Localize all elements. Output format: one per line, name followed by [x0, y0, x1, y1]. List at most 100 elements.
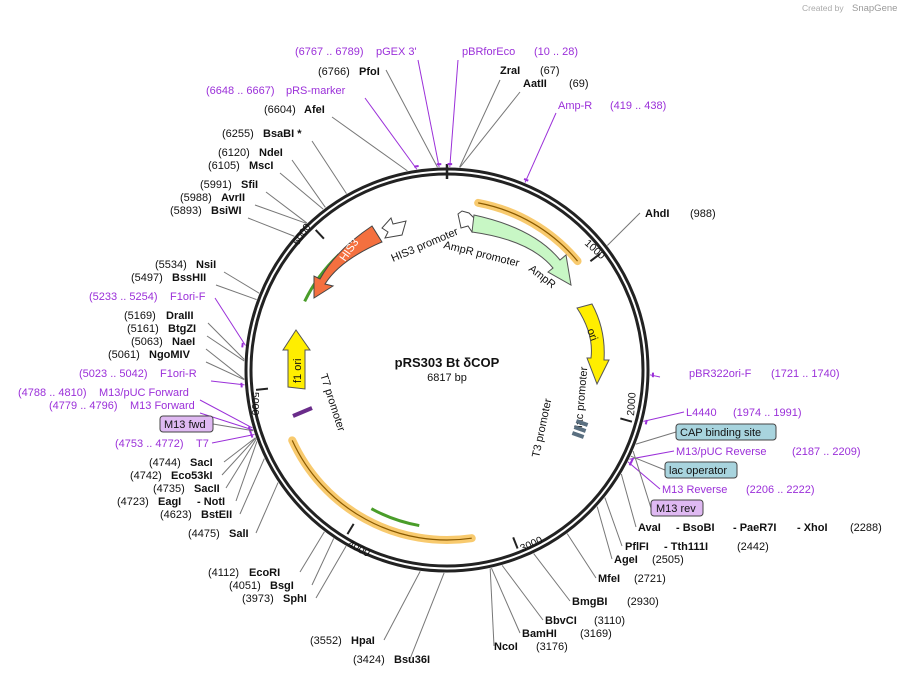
site-saci-name[interactable]: SacI: [190, 457, 213, 469]
ampr-arrow[interactable]: [471, 214, 572, 286]
leader-line-35: [635, 431, 677, 445]
site-noti-name[interactable]: - NotI: [197, 496, 225, 508]
site-pflfi-num: (2442): [737, 541, 769, 553]
site-msci-name[interactable]: MscI: [249, 160, 273, 172]
insert-arc-bottom-line: [291, 440, 472, 541]
site-pflfi-name[interactable]: PflFI: [625, 541, 649, 553]
site-bsabi-name[interactable]: BsaBI *: [263, 128, 302, 140]
primer-ampr-range[interactable]: (419 .. 438): [610, 100, 666, 112]
primer-f1orif-range[interactable]: (5233 .. 5254): [89, 291, 158, 303]
site-sali-name[interactable]: SalI: [229, 528, 249, 540]
m13fwd-box[interactable]: [159, 415, 214, 433]
leader-line-27: [223, 437, 256, 463]
site-ngomiv-name[interactable]: NgoMIV: [149, 349, 191, 361]
site-avrii-name[interactable]: AvrII: [221, 192, 245, 204]
site-eco53ki-name[interactable]: Eco53kI: [171, 470, 213, 482]
f1ori-arrow[interactable]: [282, 329, 311, 390]
site-eco53ki-num: (4742): [130, 470, 162, 482]
leader-line-26: [211, 433, 255, 444]
primer-l4440-name[interactable]: L4440: [686, 407, 717, 419]
site-sacii-name[interactable]: SacII: [194, 483, 220, 495]
site-bbvci-name[interactable]: BbvCI: [545, 615, 577, 627]
primer-m13puc-rev-range[interactable]: (2187 .. 2209): [792, 446, 861, 458]
primer-pgex3-name[interactable]: pGEX 3': [376, 46, 417, 58]
lac-promoter-label: lac promoter: [573, 366, 590, 428]
site-mfei-name[interactable]: MfeI: [598, 573, 620, 585]
site-aatii-name[interactable]: AatII: [523, 78, 547, 90]
primer-m13fwd-name[interactable]: M13 Forward: [130, 400, 195, 412]
primer-t7-range[interactable]: (4753 .. 4772): [115, 438, 184, 450]
primer-m13puc-rev-name[interactable]: M13/pUC Reverse: [676, 446, 766, 458]
leader-line-46: [490, 567, 521, 634]
primer-pbr322-name[interactable]: pBR322ori-F: [689, 368, 752, 380]
lac-operator-box[interactable]: [664, 461, 738, 479]
site-bsobi-name[interactable]: - BsoBI: [676, 522, 715, 534]
leader-line-18: [207, 322, 245, 360]
primer-pbrforeco-name[interactable]: pBRforEco: [462, 46, 515, 58]
leader-line-10: [279, 172, 324, 210]
primer-f1orir-range[interactable]: (5023 .. 5042): [79, 368, 148, 380]
site-bsiwi-name[interactable]: BsiWI: [211, 205, 242, 217]
site-ecori-name[interactable]: EcoRI: [249, 567, 280, 579]
site-sfii-name[interactable]: SfiI: [241, 179, 258, 191]
site-naei-name[interactable]: NaeI: [172, 336, 195, 348]
leader-line-15: [223, 271, 260, 294]
site-avai-name[interactable]: AvaI: [638, 522, 661, 534]
site-nsii-name[interactable]: NsiI: [196, 259, 216, 271]
tick-label-2000: 2000: [625, 392, 639, 416]
site-bsteii-name[interactable]: BstEII: [201, 509, 232, 521]
m13rev-box[interactable]: [650, 499, 704, 517]
site-avai-num: (2288): [850, 522, 882, 534]
site-btgzi-name[interactable]: BtgZI: [168, 323, 196, 335]
primer-m13rev-range[interactable]: (2206 .. 2222): [746, 484, 815, 496]
site-ahdi-name[interactable]: AhdI: [645, 208, 669, 220]
site-tth111i-name[interactable]: - Tth111I: [664, 541, 708, 553]
primer-t7-name[interactable]: T7: [196, 438, 209, 450]
m13rev-box-label: M13 rev: [656, 503, 696, 515]
site-bsgi-name[interactable]: BsgI: [270, 580, 294, 592]
site-bamhi-name[interactable]: BamHI: [522, 628, 557, 640]
primer-l4440-range[interactable]: (1974 .. 1991): [733, 407, 802, 419]
site-agei-num: (2505): [652, 554, 684, 566]
site-bmgbi-name[interactable]: BmgBI: [572, 596, 607, 608]
leader-line-19: [206, 335, 245, 362]
primer-ampr-name[interactable]: Amp-R: [558, 100, 592, 112]
site-draiii-name[interactable]: DraIII: [166, 310, 194, 322]
leader-line-41: [604, 497, 623, 547]
site-ncoi-name[interactable]: NcoI: [494, 641, 518, 653]
primer-m13puc-fwd-range[interactable]: (4788 .. 4810): [18, 387, 87, 399]
primer-pbr322-range[interactable]: (1721 .. 1740): [771, 368, 840, 380]
f1ori-label: f1 ori: [292, 359, 304, 383]
site-bsu36i-name[interactable]: Bsu36I: [394, 654, 430, 666]
primer-prsmarker-range[interactable]: (6648 .. 6667): [206, 85, 275, 97]
site-hpai-name[interactable]: HpaI: [351, 635, 375, 647]
site-xhoi-name[interactable]: - XhoI: [797, 522, 828, 534]
primer-f1orir-name[interactable]: F1ori-R: [160, 368, 197, 380]
site-afei-name[interactable]: AfeI: [304, 104, 325, 116]
tick-6000: [314, 229, 325, 240]
site-bsshii-name[interactable]: BssHII: [172, 272, 206, 284]
his3-arrow[interactable]: [313, 225, 383, 299]
site-pfoi-name[interactable]: PfoI: [359, 66, 380, 78]
site-zrai-name[interactable]: ZraI: [500, 65, 520, 77]
site-sphi-name[interactable]: SphI: [283, 593, 307, 605]
leader-line-17: [214, 297, 246, 346]
primer-m13rev-name[interactable]: M13 Reverse: [662, 484, 727, 496]
primer-pgex3-range[interactable]: (6767 .. 6789): [295, 46, 364, 58]
leader-line-31: [239, 458, 265, 515]
site-ndei-name[interactable]: NdeI: [259, 147, 283, 159]
site-ngomiv-num: (5061): [108, 349, 140, 361]
site-paer7i-name[interactable]: - PaeR7I: [733, 522, 776, 534]
site-agei-name[interactable]: AgeI: [614, 554, 638, 566]
primer-pbrforeco-range[interactable]: (10 .. 28): [534, 46, 578, 58]
site-eagi-name[interactable]: EagI: [158, 496, 181, 508]
his3-promoter-arrow[interactable]: [381, 217, 407, 239]
primer-prsmarker-name[interactable]: pRS-marker: [286, 85, 346, 97]
primer-m13puc-fwd-name[interactable]: M13/pUC Forward: [99, 387, 189, 399]
site-aatii-num: (69): [569, 78, 589, 90]
primer-f1orif-name[interactable]: F1ori-F: [170, 291, 206, 303]
cap-binding-site-box[interactable]: [675, 423, 777, 441]
leader-line-23: [199, 399, 253, 429]
primer-m13fwd-range[interactable]: (4779 .. 4796): [49, 400, 118, 412]
ori-arrow[interactable]: [576, 303, 610, 386]
